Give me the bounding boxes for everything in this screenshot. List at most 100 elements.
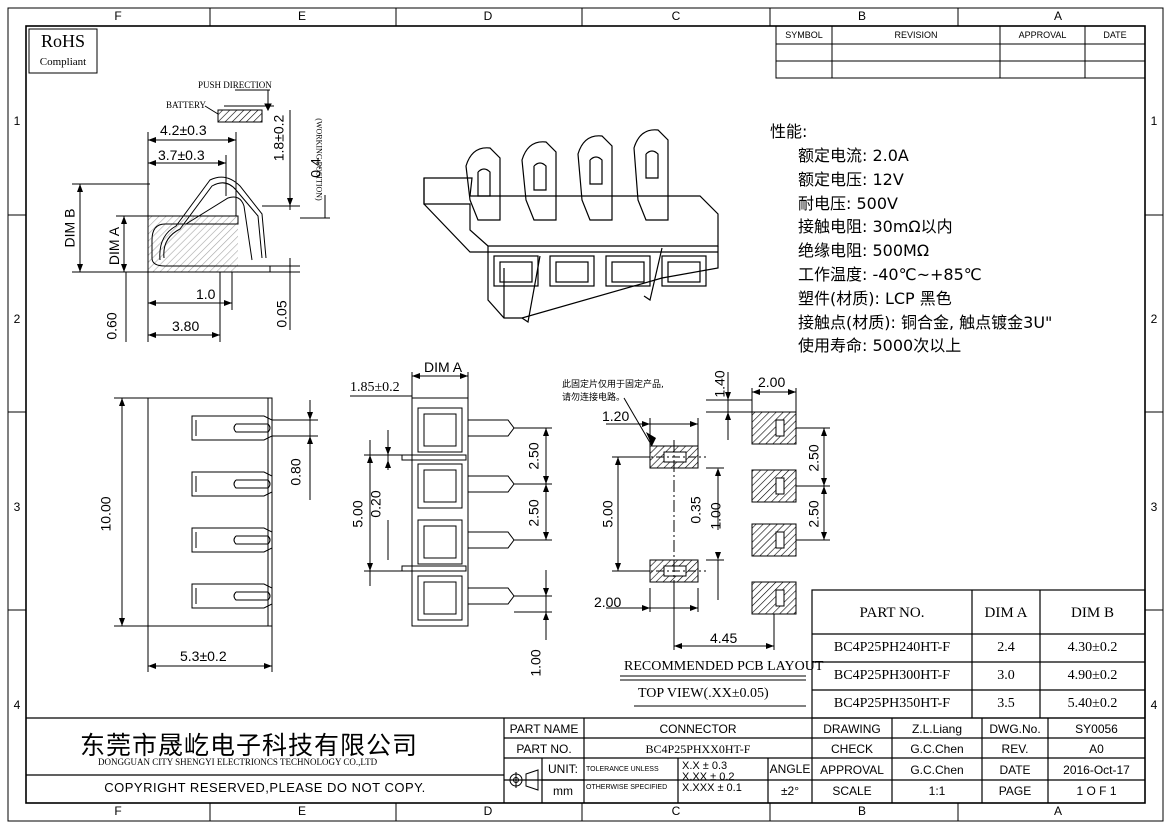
spec-item-withstand: 耐电压: 500V (798, 194, 898, 213)
approval-label: APPROVAL (820, 763, 884, 777)
zone-column-bottom-e: E (297, 804, 306, 818)
spec-item-lifetime: 使用寿命: 5000次以上 (798, 336, 962, 355)
dim-2-50-top-a: 2.50 (525, 442, 542, 470)
spec-item-contact-material: 接触点(材质): 铜合金, 触点镀金3U" (798, 313, 1053, 332)
part-table-header-dim-a: DIM A (984, 605, 1028, 621)
dim-0-80: 0.80 (287, 458, 304, 486)
zone-column-top-e: E (297, 9, 306, 23)
check-label: CHECK (830, 742, 873, 756)
dim-5-3: 5.3±0.2 (180, 648, 227, 664)
part-no-label: PART NO. (516, 742, 572, 756)
scale-label: SCALE (832, 784, 872, 798)
pcb-note-line2: 请勿连接电路。 (562, 393, 626, 403)
drawing-frame (7, 7, 1164, 822)
dim-1-00-top: 1.00 (527, 649, 544, 677)
dim-0-4: 0.4 (307, 158, 324, 178)
zone-row-left-3: 3 (13, 500, 21, 514)
rohs-title: RoHS (40, 31, 85, 51)
dim-2-50-pcb-a: 2.50 (805, 444, 822, 472)
tolerance-2: X.XX ± 0.2 (682, 771, 735, 783)
company-name-cn: 东莞市晟屹电子科技有限公司 (80, 731, 419, 760)
push-direction-label: PUSH DIRECTION (198, 80, 272, 90)
check-value: G.C.Chen (910, 742, 964, 756)
page-label: PAGE (998, 784, 1032, 798)
zone-row-left-4: 4 (13, 698, 21, 712)
revision-header-revision: REVISION (894, 30, 938, 40)
part-table-row-3-part: BC4P25PH350HT-F (833, 696, 951, 711)
spec-item-voltage: 额定电压: 12V (798, 170, 904, 189)
rev-label: REV. (1001, 742, 1029, 756)
dim-b-side: DIM B (61, 208, 78, 248)
dim-2-50-pcb-b: 2.50 (805, 500, 822, 528)
pcb-layout-drawing (606, 372, 830, 707)
dim-1-20: 1.20 (602, 408, 630, 424)
pcb-layout-arrows (615, 389, 827, 649)
spec-item-insulation: 绝缘电阻: 500MΩ (798, 241, 930, 260)
dim-2-00-top: 2.00 (758, 374, 786, 390)
dim-1-00-pcb: 1.00 (707, 502, 724, 530)
angle-label: ANGLE (769, 762, 811, 776)
bottom-view-arrows (119, 398, 313, 669)
unit-label: UNIT: (548, 762, 578, 776)
specs-heading: 性能: (770, 122, 808, 141)
zone-column-top-d: D (483, 9, 493, 23)
zone-column-bottom-a: A (1053, 804, 1062, 818)
revision-table-frame (775, 25, 1146, 79)
dim-0-35: 0.35 (687, 496, 704, 524)
rohs-subtitle: Compliant (39, 56, 87, 68)
dim-1-0: 1.0 (196, 286, 216, 302)
tolerance-note-line2: OTHERWISE SPECIFIED (586, 784, 668, 791)
dim-1-85: 1.85±0.2 (350, 380, 400, 395)
part-table-row-2-dim-b: 4.90±0.2 (1067, 668, 1118, 683)
spec-item-plastic: 塑件(材质): LCP 黑色 (798, 289, 952, 308)
zone-column-top-a: A (1053, 9, 1062, 23)
dim-2-00-left: 2.00 (594, 594, 622, 610)
side-view-arrows (77, 137, 293, 338)
dim-0-20: 0.20 (367, 490, 384, 518)
drawing-value: Z.L.Liang (911, 722, 963, 736)
battery-label: BATTERY (166, 100, 207, 110)
spec-item-current: 额定电流: 2.0A (798, 146, 909, 165)
part-name-label: PART NAME (509, 722, 579, 736)
part-no-value: BC4P25PHXX0HT-F (645, 742, 751, 756)
dim-a-side: DIM A (106, 226, 123, 266)
copyright-notice: COPYRIGHT RESERVED,PLEASE DO NOT COPY. (104, 780, 426, 795)
unit-value: mm (553, 784, 573, 798)
spec-item-contact-resistance: 接触电阻: 30mΩ以内 (798, 217, 953, 236)
dim-0-60: 0.60 (103, 312, 120, 340)
approval-value: G.C.Chen (910, 763, 964, 777)
dwg-no-value: SY0056 (1075, 722, 1118, 736)
tolerance-note-line1: TOLERANCE UNLESS (586, 766, 659, 773)
revision-header-symbol: SYMBOL (785, 30, 823, 40)
zone-row-right-4: 4 (1150, 698, 1158, 712)
zone-row-left-2: 2 (13, 312, 21, 326)
zone-row-right-2: 2 (1150, 312, 1158, 326)
drawing-label: DRAWING (823, 722, 881, 736)
tolerance-3: X.XXX ± 0.1 (682, 782, 742, 794)
dim-10-00: 10.00 (97, 496, 114, 532)
rev-value: A0 (1089, 742, 1104, 756)
part-table-row-3-dim-a: 3.5 (997, 696, 1015, 711)
zone-column-bottom-b: B (857, 804, 866, 818)
part-table-header-part-no: PART NO. (859, 605, 925, 621)
zone-row-right-3: 3 (1150, 500, 1158, 514)
zone-column-bottom-c: C (671, 804, 681, 818)
isometric-view-drawing (423, 129, 719, 324)
zone-column-bottom-f: F (114, 804, 122, 818)
company-name-en: DONGGUAN CITY SHENGYI ELECTRIONCS TECHNO… (98, 757, 378, 767)
angle-value: ±2° (780, 784, 800, 798)
part-table-row-1-part: BC4P25PH240HT-F (833, 640, 951, 655)
top-view-drawing (350, 372, 552, 640)
revision-header-approval: APPROVAL (1018, 30, 1067, 40)
tolerance-1: X.X ± 0.3 (682, 760, 728, 772)
date-value: 2016-Oct-17 (1063, 763, 1130, 777)
page-value: 1 O F 1 (1076, 784, 1117, 798)
part-table-header-dim-b: DIM B (1071, 605, 1114, 621)
zone-row-left-1: 1 (13, 114, 21, 128)
part-table-row-1-dim-b: 4.30±0.2 (1067, 640, 1118, 655)
bottom-view-drawing (114, 397, 318, 672)
dim-1-8: 1.8±0.2 (270, 114, 287, 162)
side-view-drawing (72, 89, 330, 342)
dim-0-05: 0.05 (273, 300, 290, 328)
